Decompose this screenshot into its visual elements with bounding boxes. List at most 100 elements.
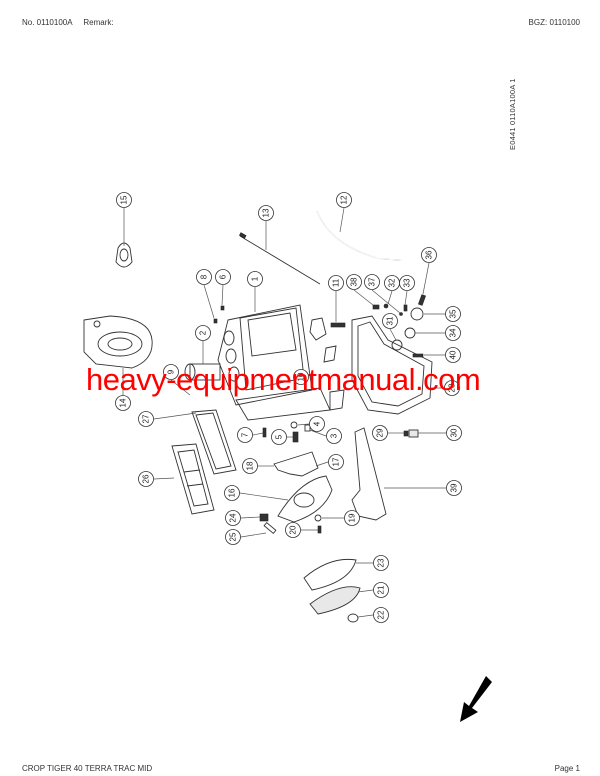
part-22-seal	[347, 613, 359, 623]
part-15-gasket	[115, 242, 133, 268]
svg-text:22: 22	[377, 610, 386, 619]
callout-25: 25	[225, 529, 241, 545]
part-35	[410, 307, 424, 321]
callout-28: 28	[444, 380, 460, 396]
part-3	[304, 424, 311, 432]
svg-text:11: 11	[332, 278, 341, 287]
part-14-housing	[83, 315, 153, 369]
svg-text:19: 19	[348, 513, 357, 522]
svg-text:36: 36	[425, 250, 434, 259]
part-37	[399, 312, 403, 316]
callout-5: 5	[271, 429, 287, 445]
part-19	[314, 514, 322, 522]
part-4	[290, 421, 298, 429]
callout-10: 10	[293, 369, 309, 385]
svg-text:5: 5	[275, 434, 284, 439]
callout-6: 6	[215, 269, 231, 285]
callout-39: 39	[446, 480, 462, 496]
svg-text:35: 35	[449, 309, 458, 318]
callout-20: 20	[285, 522, 301, 538]
svg-text:1: 1	[251, 276, 260, 281]
part-27-gasket	[191, 409, 237, 475]
svg-text:29: 29	[376, 428, 385, 437]
svg-text:18: 18	[246, 461, 255, 470]
svg-text:14: 14	[119, 398, 128, 407]
callout-26: 26	[138, 471, 154, 487]
svg-text:4: 4	[313, 421, 322, 426]
svg-text:8: 8	[200, 274, 209, 279]
callout-15: 15	[116, 192, 132, 208]
callout-1: 1	[247, 271, 263, 287]
callout-35: 35	[445, 306, 461, 322]
part-23-gasket	[303, 558, 357, 591]
part-12-tube	[316, 210, 403, 261]
callout-16: 16	[224, 485, 240, 501]
part-5	[292, 431, 299, 443]
callout-27: 27	[138, 411, 154, 427]
svg-text:6: 6	[219, 274, 228, 279]
callout-21: 21	[373, 582, 389, 598]
callout-18: 18	[242, 458, 258, 474]
svg-text:15: 15	[120, 195, 129, 204]
callout-3: 3	[326, 428, 342, 444]
svg-text:27: 27	[142, 414, 151, 423]
callout-23: 23	[373, 555, 389, 571]
callout-9: 9	[163, 364, 179, 380]
part-29-30-plug	[403, 429, 419, 438]
callout-12: 12	[336, 192, 352, 208]
callout-24: 24	[225, 510, 241, 526]
svg-text:23: 23	[377, 558, 386, 567]
callout-38: 38	[346, 274, 362, 290]
callout-37: 37	[364, 274, 380, 290]
callout-30: 30	[446, 425, 462, 441]
callout-34: 34	[445, 325, 461, 341]
remark-label: Remark:	[83, 18, 114, 27]
document-number: No. 0110100A	[22, 18, 73, 27]
svg-text:7: 7	[241, 432, 250, 437]
callout-4: 4	[309, 416, 325, 432]
svg-text:13: 13	[262, 208, 271, 217]
svg-text:17: 17	[332, 457, 341, 466]
callout-33: 33	[399, 275, 415, 291]
callout-7: 7	[237, 427, 253, 443]
callout-22: 22	[373, 607, 389, 623]
callout-13: 13	[258, 205, 274, 221]
callout-8: 8	[196, 269, 212, 285]
callout-17: 17	[328, 454, 344, 470]
part-21-cover	[309, 586, 361, 615]
svg-text:28: 28	[448, 383, 457, 392]
page-number: Page 1	[554, 764, 580, 773]
callout-11: 11	[328, 275, 344, 291]
svg-text:9: 9	[167, 369, 176, 374]
header-left: No. 0110100A Remark:	[22, 18, 114, 27]
callout-19: 19	[344, 510, 360, 526]
part-36	[418, 294, 426, 306]
svg-text:37: 37	[368, 277, 377, 286]
svg-text:26: 26	[142, 474, 151, 483]
part-11-bolt-and-brackets	[309, 317, 346, 411]
svg-text:16: 16	[228, 488, 237, 497]
svg-text:40: 40	[449, 350, 458, 359]
callout-32: 32	[384, 275, 400, 291]
svg-text:20: 20	[289, 525, 298, 534]
svg-text:33: 33	[403, 278, 412, 287]
svg-text:38: 38	[350, 277, 359, 286]
svg-text:24: 24	[229, 513, 238, 522]
model-name: CROP TIGER 40 TERRA TRAC MID	[22, 764, 153, 773]
part-6	[220, 305, 225, 311]
callout-36: 36	[421, 247, 437, 263]
part-8	[213, 318, 218, 324]
callout-14: 14	[115, 395, 131, 411]
part-25	[263, 521, 277, 535]
part-40	[412, 353, 424, 358]
svg-text:31: 31	[386, 316, 395, 325]
svg-text:34: 34	[449, 328, 458, 337]
bgz-number: BGZ: 0110100	[528, 18, 580, 27]
part-34	[404, 327, 416, 339]
arrow-down-left-icon	[460, 676, 492, 722]
callout-2: 2	[195, 325, 211, 341]
svg-text:25: 25	[229, 532, 238, 541]
watermark: heavy-equipmentmanual.com	[86, 362, 481, 397]
part-oil-pan	[351, 315, 433, 415]
